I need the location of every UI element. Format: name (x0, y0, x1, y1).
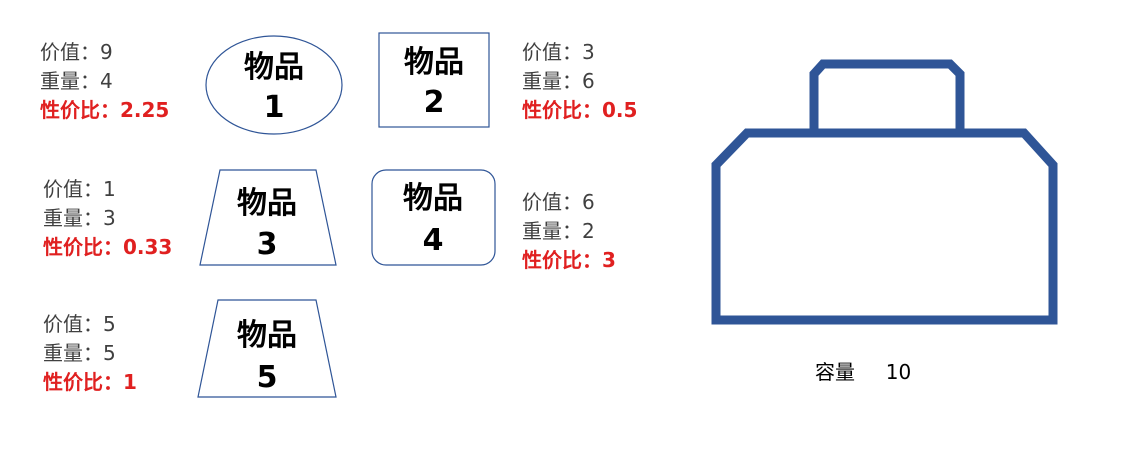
item-3-value: 价值：1 (43, 177, 116, 201)
item-5-name: 物品 (237, 318, 297, 353)
item-2-value: 价值：3 (522, 40, 595, 64)
item-5-info: 价值：5 重量：5 性价比：1 (43, 310, 137, 397)
item-1-name: 物品 (244, 50, 304, 85)
item-5-number: 5 (257, 360, 278, 395)
item-4-ratio: 性价比：3 (522, 248, 616, 272)
item-1-weight: 重量：4 (40, 69, 113, 93)
item-3-info: 价值：1 重量：3 性价比：0.33 (43, 175, 172, 262)
capacity-label: 容量 (815, 360, 855, 384)
item-4-shape: 物品 4 (371, 169, 496, 266)
item-3-weight: 重量：3 (43, 206, 116, 230)
item-3-name: 物品 (237, 186, 297, 221)
item-1-number: 1 (264, 90, 285, 125)
item-2-name: 物品 (404, 45, 464, 80)
item-2-weight: 重量：6 (522, 69, 595, 93)
item-1-shape: 物品 1 (205, 35, 343, 135)
item-2-ratio: 性价比：0.5 (522, 98, 638, 122)
item-2-shape: 物品 2 (378, 32, 490, 128)
item-4-value: 价值：6 (522, 190, 595, 214)
item-1-info: 价值：9 重量：4 性价比：2.25 (40, 38, 169, 125)
item-5-shape: 物品 5 (197, 299, 337, 398)
item-5-value: 价值：5 (43, 312, 116, 336)
knapsack-icon (711, 59, 1058, 325)
item-4-weight: 重量：2 (522, 219, 595, 243)
item-3-number: 3 (257, 227, 278, 262)
item-2-info: 价值：3 重量：6 性价比：0.5 (522, 38, 637, 125)
item-1-value: 价值：9 (40, 40, 113, 64)
item-4-number: 4 (423, 223, 444, 258)
item-5-weight: 重量：5 (43, 341, 116, 365)
item-1-ratio: 性价比：2.25 (40, 98, 170, 122)
item-3-shape: 物品 3 (199, 169, 337, 266)
item-4-info: 价值：6 重量：2 性价比：3 (522, 188, 616, 275)
capacity-value: 10 (885, 360, 912, 384)
item-3-ratio: 性价比：0.33 (43, 235, 173, 259)
item-5-ratio: 性价比：1 (43, 370, 137, 394)
item-2-number: 2 (424, 85, 445, 120)
knapsack-capacity: 容量 10 (815, 356, 911, 385)
item-4-name: 物品 (403, 181, 463, 216)
